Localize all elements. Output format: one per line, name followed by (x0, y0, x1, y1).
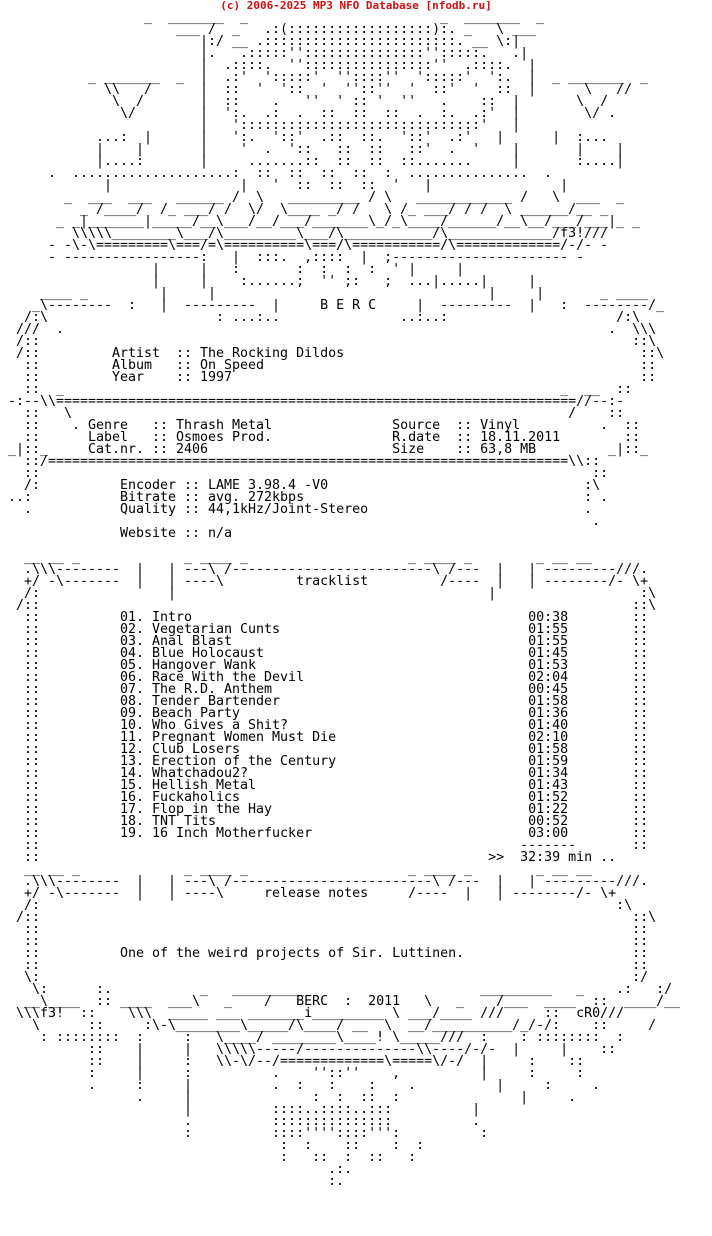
nfo-database-link[interactable]: (c) 2006-2025 MP3 NFO Database [nfodb.ru… (220, 0, 492, 12)
nfo-line: ...: | | ':. '::' .:: ::. '::' .:' | | :… (0, 130, 609, 145)
nfo-line: /// . . \\\ (0, 322, 657, 337)
nfo-line: : :::::::: : : \____/ ________\____! \__… (0, 1030, 625, 1045)
nfo-line: . Quality :: 44,1kHz/Joint-Stereo . (0, 502, 593, 517)
nfo-line: :: 04. Blue Holocaust 01:45 :: (0, 646, 649, 661)
nfo-line: :: Year :: 1997 :: (0, 370, 657, 385)
nfo-line: :: ------- :: (0, 838, 649, 853)
nfo-line: \: :/ (0, 970, 649, 985)
nfo-line: :: >> 32:39 min .. (0, 850, 617, 865)
nfo-line: :: _ _ __ :: (0, 382, 633, 397)
nfo-line: +/ -\------- | | ----\ tracklist /---- |… (0, 574, 649, 589)
nfo-line: | | ' :: :: :: ' | | (0, 178, 569, 193)
nfo-line: . ....................: :: :: :: :: : ..… (0, 166, 553, 181)
nfo-line: _ _______ _ | .:' ':::::' ''::::'' '::::… (0, 70, 649, 85)
nfo-line: _ ___ ___ ______ / \ _________ / \ _____… (0, 190, 625, 205)
nfo-line: :: 09. Beach Party 01:36 :: (0, 706, 649, 721)
nfo-line: :: 18. TNT Tits 00:52 :: (0, 814, 649, 829)
nfo-line: /:: ::\ (0, 334, 657, 349)
nfo-line: :: :: (0, 466, 609, 481)
nfo-line: .:. (0, 1162, 353, 1177)
nfo-line: |. .:::::'':::::::::::::::'':::::. .| (0, 46, 529, 61)
nfo-line: :: 10. Who Gives a Shit? 01:40 :: (0, 718, 649, 733)
nfo-line: :: | | \\\\\-----/--------------\\----/-… (0, 1042, 617, 1057)
nfo-line: /: :\ (0, 898, 633, 913)
nfo-line: :: 05. Hangover Wank 01:53 :: (0, 658, 649, 673)
nfo-line: :: Label :: Osmoes Prod. R.date :: 18.11… (0, 430, 641, 445)
nfo-line: :: 02. Vegetarian Cunts 01:55 :: (0, 622, 649, 637)
nfo-line: :: 01. Intro 00:38 :: (0, 610, 649, 625)
nfo-line: - -----------------: | :::. ,:::: | ;---… (0, 250, 585, 265)
nfo-line: |....: | .......:: :: :: ::....... | :..… (0, 154, 625, 169)
nfo-line: | | | ' . ':: :: :: ::' . ' | | | (0, 142, 625, 157)
nfo-line: :: :: (0, 922, 649, 937)
nfo-line: | ::::..::::..::: | (0, 1102, 481, 1117)
nfo-line: \\\\\________\___/\_________\___/\______… (0, 226, 609, 241)
nfo-line: :. (0, 1174, 345, 1189)
nfo-line: __\____ :: ____ ___\ _ / BERC : 2011 \ _… (0, 994, 681, 1009)
nfo-line: : :: : :: : (0, 1150, 417, 1165)
nfo-line: ___ / _ .:(::::::::::::::::::):. _ \ ___ (0, 22, 537, 37)
nfo-line: :: 15. Hellish Metal 01:43 :: (0, 778, 649, 793)
nfo-line: ..: Bitrate :: avg. 272kbps : . (0, 490, 609, 505)
nfo-ascii-art: _ _______ _ _ _______ _ ___ / _ .:(:::::… (0, 10, 681, 1189)
nfo-line: __ __ _ _ ____ _ _ ____ _ _ __ __ (0, 550, 593, 565)
nfo-line: :: 16. Fuckaholics 01:52 :: (0, 790, 649, 805)
nfo-line: /:: ::\ (0, 910, 657, 925)
nfo-line: :: 14. Whatchadou2? 01:34 :: (0, 766, 649, 781)
nfo-line: .\\\-------- | | ---\ /-----------------… (0, 874, 649, 889)
nfo-line: | .::::. ''::::::::::::::::'' .::::. | (0, 58, 537, 73)
nfo-line: :: | : \\-\/--/=============\=====\/-/ |… (0, 1054, 585, 1069)
nfo-line: ____ _ | | | | _ ____ (0, 286, 649, 301)
nfo-line: /: | | :\ (0, 586, 657, 601)
nfo-line: /:\ : ...:.. ..:..: /:\ (0, 310, 641, 325)
nfo-line: ::/=====================================… (0, 454, 601, 469)
nfo-line: :: 13. Erection of the Century 01:59 :: (0, 754, 649, 769)
nfo-line: _|::_ Cat.nr. :: 2406 Size :: 63,8 MB _|… (0, 442, 649, 457)
nfo-line: :: One of the weird projects of Sir. Lut… (0, 946, 649, 961)
nfo-line: :: 12. Club Losers 01:58 :: (0, 742, 649, 757)
nfo-line: -:--\\==================================… (0, 394, 625, 409)
nfo-line: .\\\-------- | | ---\ /-----------------… (0, 562, 649, 577)
nfo-line: : ::::''''::::''': : (0, 1126, 489, 1141)
nfo-line: . (0, 514, 601, 529)
nfo-line: _ /____/ /_ ___/ / \/ \____ _/ / \ /_ __… (0, 202, 609, 217)
nfo-line: - -\-\=========\===/=\==========\===/\==… (0, 238, 609, 253)
nfo-line: :: 08. Tender Bartender 01:58 :: (0, 694, 649, 709)
nfo-line: __ __ _ _ ____ _ _ ____ _ _ __ __ (0, 862, 593, 877)
nfo-line: \\ / | :: ' ':: ' ''::'' ' ::' ' :: | \ … (0, 82, 633, 97)
nfo-line: | '::::::::::::::::::::::::::::::' | (0, 118, 521, 133)
nfo-line: \: :. _ _________ _________ _ .: :/ (0, 982, 673, 997)
nfo-line: . | : : :: : | . (0, 1090, 577, 1105)
nfo-line: . : | . : : : . | : . (0, 1078, 601, 1093)
nfo-line: \/ | ':. .: . :: :: :: . :. .:' | \/ . (0, 106, 617, 121)
nfo-line: :: :: (0, 958, 649, 973)
nfo-line: \\\f3! :: \\\ _____ ___ _______i________… (0, 1006, 625, 1021)
nfo-line: :: 07. The R.D. Anthem 00:45 :: (0, 682, 649, 697)
nfo-line: |:/ __ .::::::::::::::::::::::::. __ \:| (0, 34, 521, 49)
nfo-line: :: 19. 16 Inch Motherfucker 03:00 :: (0, 826, 649, 841)
nfo-line: :: 11. Pregnant Women Must Die 02:10 :: (0, 730, 649, 745)
nfo-line: /: Encoder :: LAME 3.98.4 -V0 :\ (0, 478, 601, 493)
nfo-line: :: \ / :: (0, 406, 625, 421)
nfo-line: /:: ::\ (0, 598, 657, 613)
nfo-line: \ / | :: . '' ' :: ' '' . :: | \ / (0, 94, 609, 109)
nfo-line: +/ -\------- | | ----\ release notes /--… (0, 886, 617, 901)
nfo-line: :: :: (0, 934, 649, 949)
nfo-line: _\-------- : | --------- | B E R C | ---… (0, 298, 665, 313)
nfo-line: :: Album :: On Speed :: (0, 358, 657, 373)
nfo-line: _ _|_______|_____/__\___/__/___/_______\… (0, 214, 641, 229)
nfo-line: /:: Artist :: The Rocking Dildos ::\ (0, 346, 665, 361)
nfo-line: : | : . ''::'' , | : : (0, 1066, 585, 1081)
nfo-line: _ _______ _ _ _______ _ (0, 10, 545, 25)
nfo-line: :: . Genre :: Thrash Metal Source :: Vin… (0, 418, 641, 433)
nfo-line: | | :......; '' ;: ; ...|.....| | (0, 274, 537, 289)
nfo-line: :: 03. Anal Blast 01:55 :: (0, 634, 649, 649)
nfo-line: : : :: : : (0, 1138, 425, 1153)
nfo-line: | | : : : : : ' | | (0, 262, 465, 277)
nfo-line: Website :: n/a (0, 526, 233, 541)
nfo-line: \ :: :\-\________\_____/\____/ __ \ __/_… (0, 1018, 657, 1033)
nfo-line: . ::::::::::::::: . (0, 1114, 481, 1129)
nfo-line: :: 06. Race With the Devil 02:04 :: (0, 670, 649, 685)
nfo-line: :: 17. Flop in the Hay 01:22 :: (0, 802, 649, 817)
